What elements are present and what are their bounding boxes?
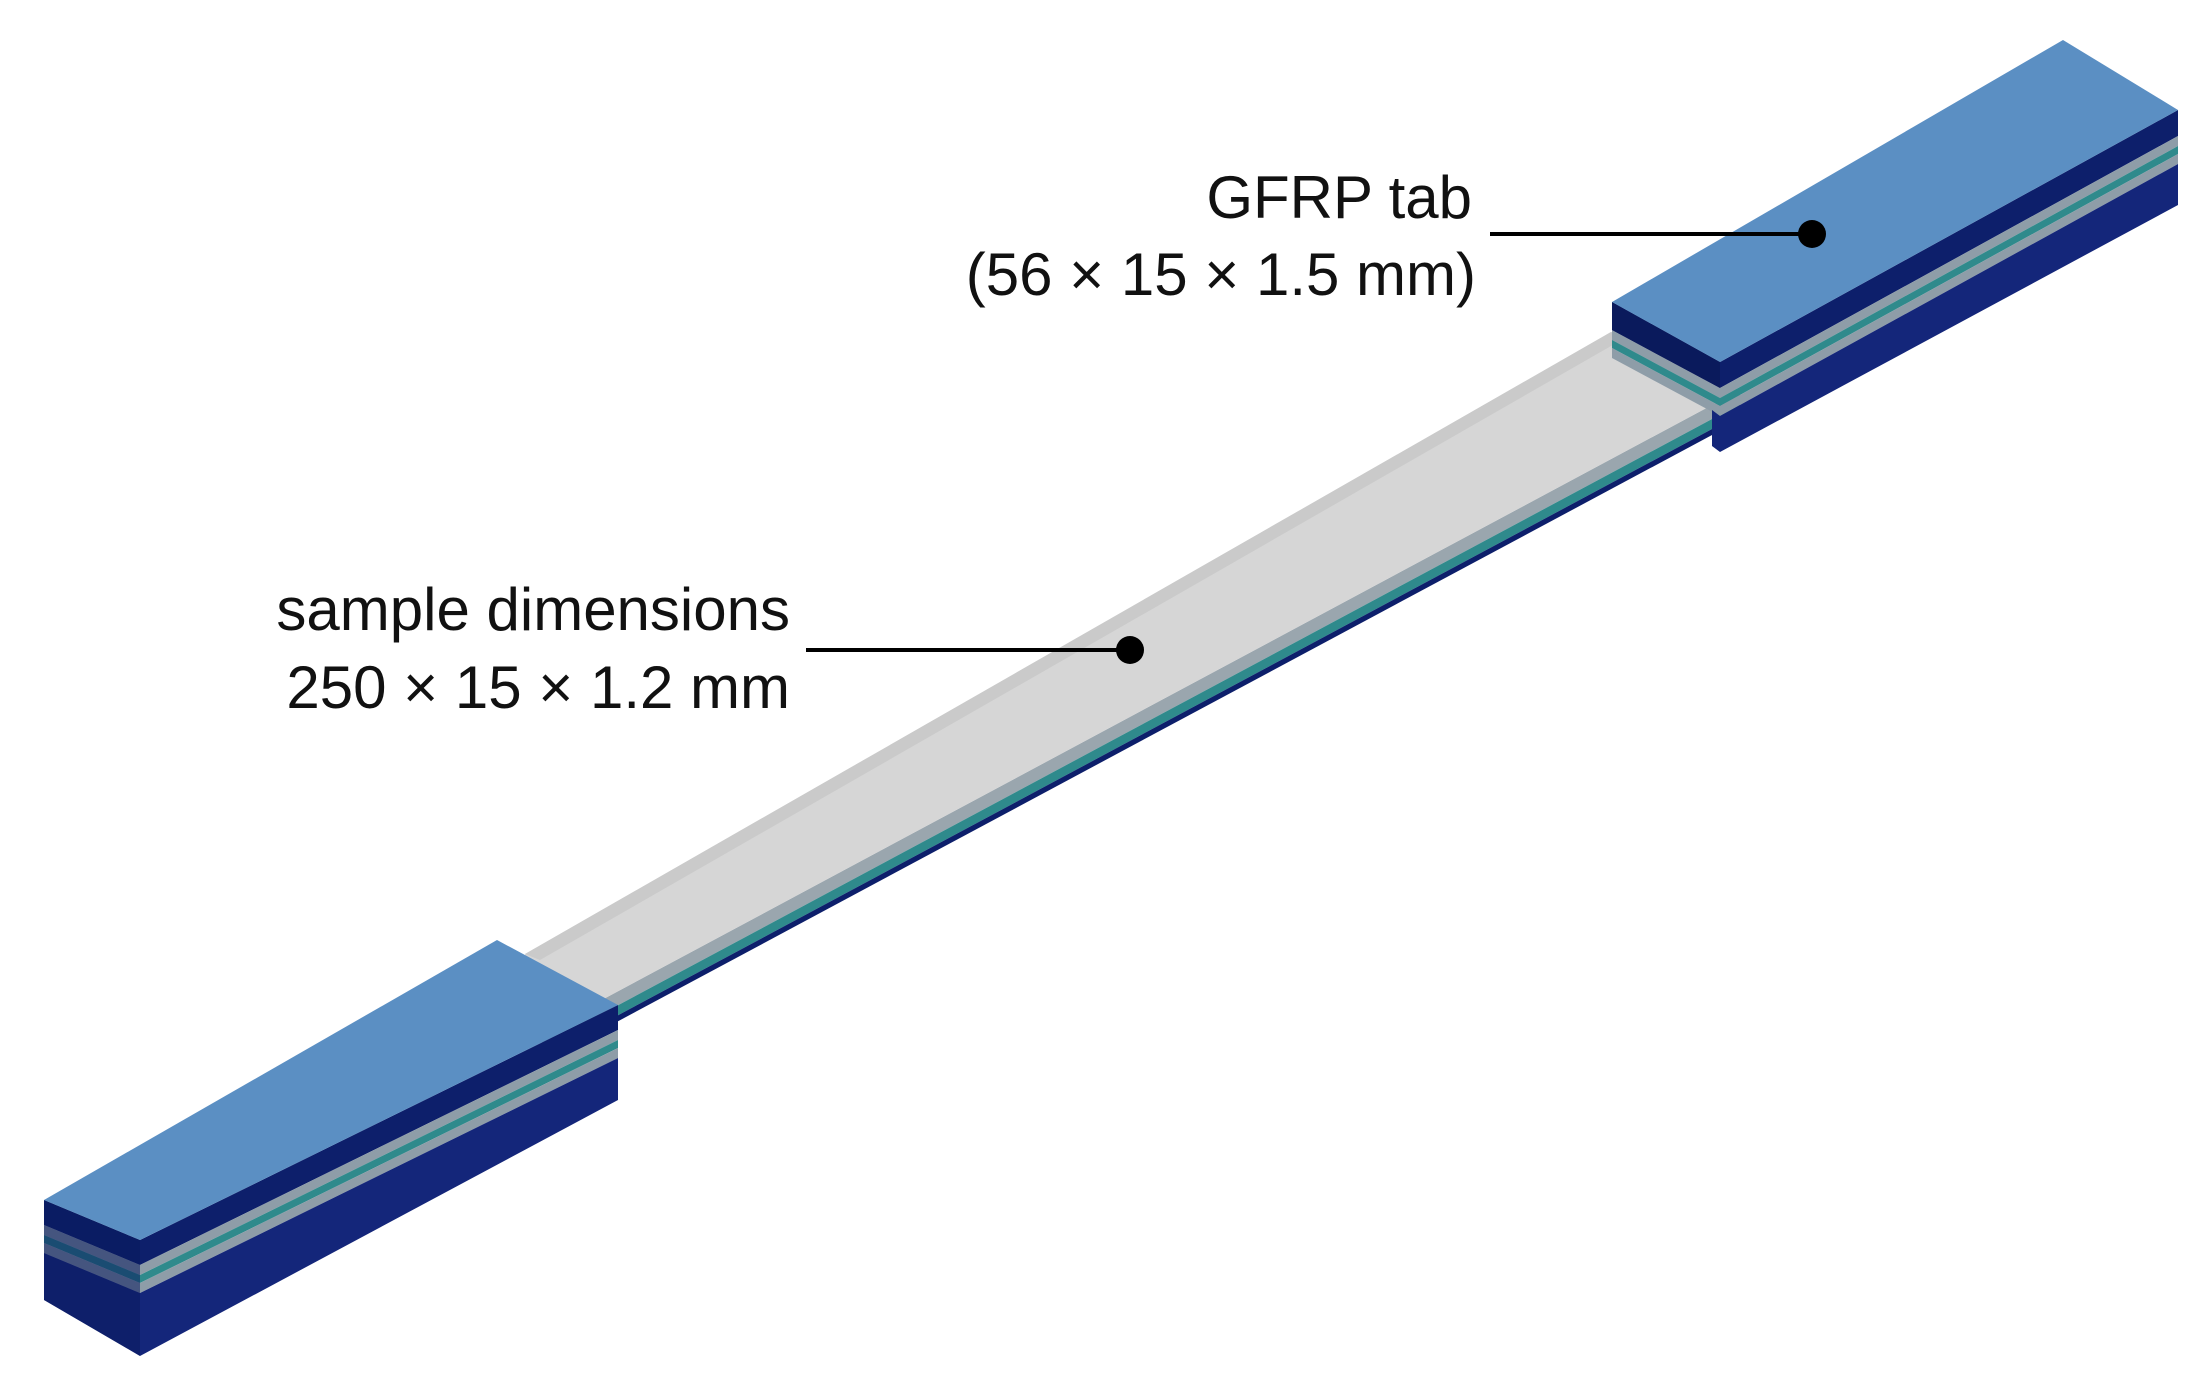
right-tab-end-face — [1612, 302, 1720, 388]
tab-label-dimensions: (56 × 15 × 1.5 mm) — [966, 241, 1476, 308]
sample-strip — [525, 332, 1740, 1062]
left-tab-end-face — [44, 1200, 140, 1356]
right-tab-front-dark-bottom — [1712, 164, 2178, 452]
sample-leader-dot — [1116, 636, 1144, 664]
sample-leader — [806, 636, 1144, 664]
sample-label-title: sample dimensions — [276, 576, 790, 643]
tab-label-title: GFRP tab — [1206, 164, 1472, 231]
tab-leader-dot — [1798, 220, 1826, 248]
sample-top-surface — [525, 332, 1740, 1032]
left-tab-front-dark-bottom — [44, 1058, 618, 1356]
sample-edge-layer-dark — [542, 414, 1740, 1062]
sample-edge-layer-teal — [542, 404, 1740, 1056]
sample-edge-layer-grey — [542, 390, 1740, 1046]
right-gfrp-tab — [1612, 40, 2178, 452]
tab-leader — [1490, 220, 1826, 248]
left-gfrp-tab — [44, 940, 618, 1356]
sample-label-dimensions: 250 × 15 × 1.2 mm — [286, 654, 790, 721]
sample-top-shade — [525, 332, 1625, 960]
right-tab-top-face — [1612, 40, 2178, 362]
left-tab-top-face — [44, 940, 618, 1240]
